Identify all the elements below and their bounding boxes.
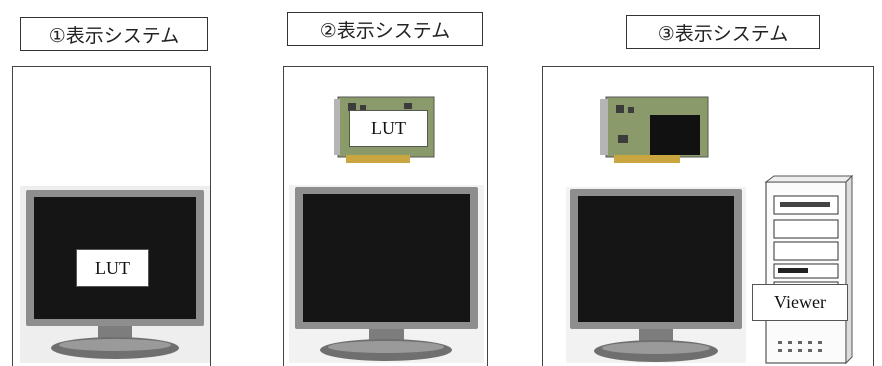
system-1-title: ①表示システム [20, 17, 208, 51]
lut-label-monitor: LUT [76, 249, 149, 287]
lut-label-card: LUT [349, 110, 428, 147]
viewer-label: Viewer [752, 284, 848, 321]
system-3-panel [542, 66, 874, 366]
monitor-3 [566, 187, 746, 363]
graphics-card-3 [600, 96, 709, 163]
monitor-2 [289, 185, 484, 363]
system-2-title: ②表示システム [287, 12, 483, 46]
system-2-panel [283, 66, 488, 366]
system-1-panel [12, 66, 211, 366]
system-3-title: ③表示システム [626, 15, 820, 49]
pc-tower [764, 174, 854, 365]
